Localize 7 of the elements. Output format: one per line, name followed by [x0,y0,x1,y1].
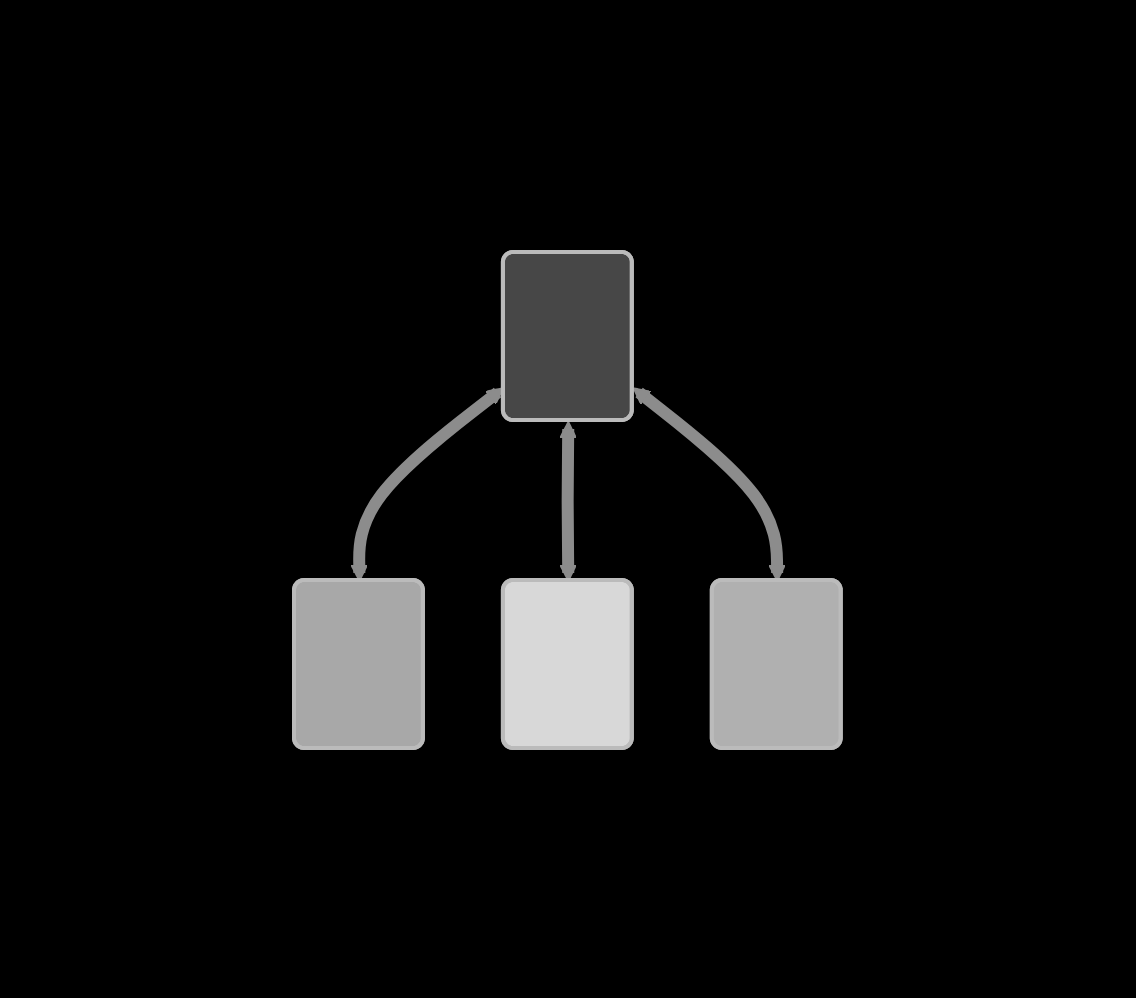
rounded-box [501,577,635,749]
double-arrow [351,386,505,581]
band-panel [501,249,635,421]
rounded-box [710,577,844,749]
double-arrow [559,420,578,581]
rounded-box [292,577,426,749]
double-arrow [633,386,787,581]
